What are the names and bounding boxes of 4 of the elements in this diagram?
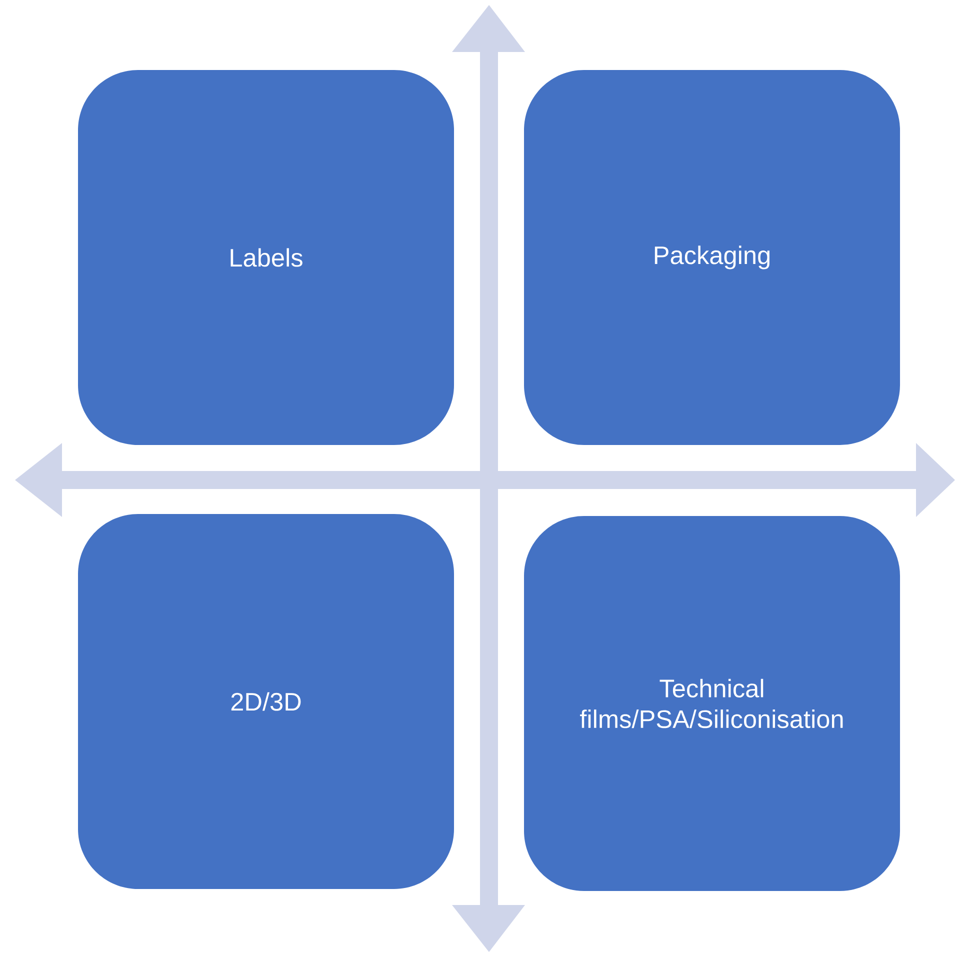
- quadrant-box: Labels: [78, 70, 454, 445]
- quadrant-box: Technical films/PSA/Siliconisation: [524, 516, 900, 891]
- quadrant-box: 2D/3D: [78, 514, 454, 889]
- quadrant-box: Packaging: [524, 70, 900, 445]
